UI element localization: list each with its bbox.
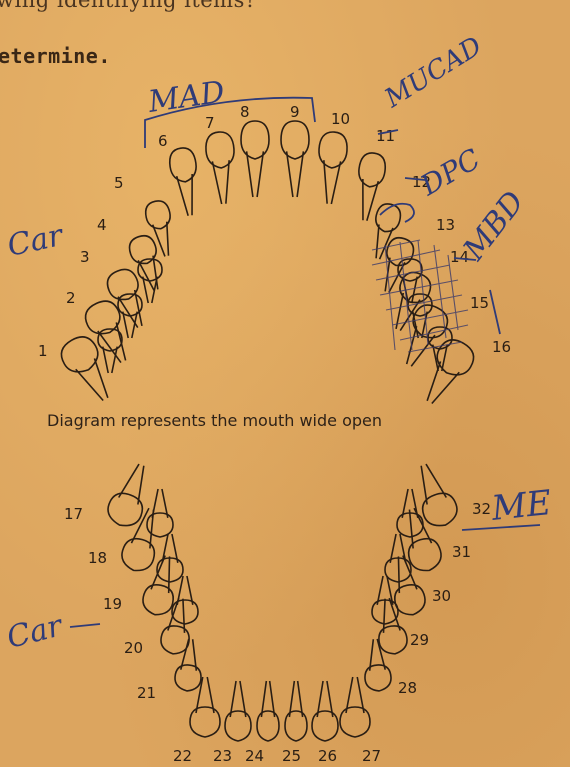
tooth-number: 23 [213, 747, 232, 765]
tooth-number: 13 [436, 216, 455, 234]
tooth-outline [190, 677, 220, 737]
annotation-car-lower: Car [3, 608, 67, 656]
tooth-outline [396, 504, 444, 574]
tooth-outline [375, 235, 417, 296]
tooth-number: 5 [114, 174, 124, 192]
tooth-number: 27 [362, 747, 381, 765]
tooth-outline [362, 638, 392, 692]
tooth-outline [168, 146, 203, 217]
tooth-number: 24 [245, 747, 264, 765]
tooth-number: 19 [103, 595, 122, 613]
tooth-outline [143, 199, 178, 259]
tooth-outline [285, 681, 307, 741]
tooth-number: 28 [398, 679, 417, 697]
annotation-car-upper: Car [4, 218, 67, 264]
tooth-outline [172, 576, 198, 624]
tooth-number: 30 [432, 587, 451, 605]
tooth-number: 2 [66, 289, 76, 307]
tooth-outline [225, 681, 251, 741]
tooth-outline [397, 489, 423, 537]
tooth-outline [81, 296, 139, 368]
tooth-number: 4 [97, 216, 107, 234]
annotation-dpc: DPC [414, 142, 486, 202]
diagram-caption: Diagram represents the mouth wide open [47, 411, 382, 430]
tooth-outline [408, 459, 462, 531]
pointer-line [70, 624, 100, 627]
tooth-number: 22 [173, 747, 192, 765]
tooth-outline [340, 677, 370, 737]
tooth-outline [56, 331, 121, 408]
pointer-line [490, 290, 500, 334]
tooth-number: 3 [80, 248, 90, 266]
tooth-number: 8 [240, 103, 250, 121]
tooth-outline [118, 504, 166, 574]
tooth-number: 31 [452, 543, 471, 561]
tooth-outline [315, 131, 348, 205]
tooth-outline [159, 596, 195, 655]
tooth-number: 32 [472, 500, 491, 518]
tooth-outline [352, 151, 387, 222]
tooth-number: 26 [318, 747, 337, 765]
tooth-number: 15 [470, 294, 489, 312]
annotation-me: ME [489, 483, 554, 529]
tooth-number: 9 [290, 103, 300, 121]
upper-arch [56, 121, 479, 411]
tooth-number: 20 [124, 639, 143, 657]
tooth-outline [281, 121, 309, 197]
tooth-outline [257, 681, 279, 741]
tooth-outline [157, 534, 183, 582]
lower-arch [104, 459, 462, 741]
tooth-outline [205, 131, 238, 205]
tooth-number: 1 [38, 342, 48, 360]
tooth-outline [118, 294, 142, 338]
tooth-number: 6 [158, 132, 168, 150]
tooth-number: 18 [88, 549, 107, 567]
tooth-number: 10 [331, 110, 350, 128]
tooth-number: 25 [282, 747, 301, 765]
tooth-outline [312, 681, 338, 741]
annotation-mad: MAD [145, 75, 227, 120]
tooth-number: 17 [64, 505, 83, 523]
annotation-mucad: MUCAD [379, 31, 488, 114]
tooth-outline [126, 233, 168, 294]
tooth-outline [174, 638, 204, 692]
tooth-outline [241, 121, 269, 197]
tooth-number: 29 [410, 631, 429, 649]
tooth-outline [104, 459, 158, 531]
tooth-number: 16 [492, 338, 511, 356]
tooth-number: 21 [137, 684, 156, 702]
tooth-number: 7 [205, 114, 215, 132]
tooth-outline [385, 534, 411, 582]
tooth-number: 11 [376, 127, 395, 145]
